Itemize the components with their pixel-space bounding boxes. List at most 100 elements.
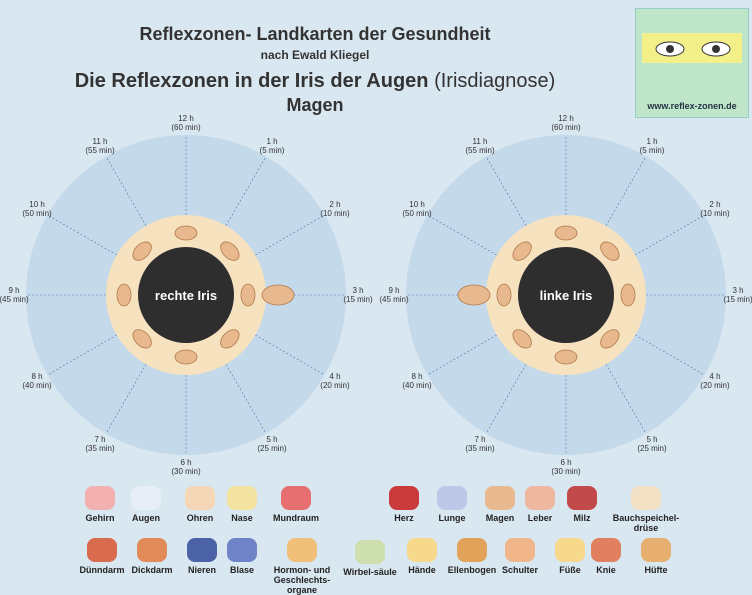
left-stomach-zone-icon <box>554 349 578 365</box>
left-hour-line <box>605 156 647 226</box>
right-hour-line <box>105 156 147 226</box>
left-minute-label: (10 min) <box>700 209 730 218</box>
left-hour-line <box>635 214 705 256</box>
legend-organ-label: Herz <box>394 513 414 523</box>
right-hour-line <box>225 156 267 226</box>
legend-organ-label: Hormon- und Geschlechts-organe <box>273 565 331 595</box>
right-minute-label: (60 min) <box>171 123 201 132</box>
left-minute-label: (45 min) <box>379 295 409 304</box>
legend-organ: Augen <box>112 486 180 523</box>
legend-organ-icon <box>137 538 167 562</box>
right-iris-label: rechte Iris <box>155 288 217 303</box>
legend-organ-icon <box>227 486 257 510</box>
left-minute-label: (55 min) <box>465 146 495 155</box>
left-hour-label: 7 h <box>474 435 485 444</box>
legend-organ-icon <box>631 486 661 510</box>
legend-organ: Magen <box>466 486 534 523</box>
page-subtitle: nach Ewald Kliegel <box>260 48 370 62</box>
left-hour-label: 1 h <box>646 137 657 146</box>
left-hour-label: 5 h <box>646 435 657 444</box>
right-minute-label: (15 min) <box>343 295 373 304</box>
legend-organ: Milz <box>548 486 616 523</box>
left-hour-label: 10 h <box>409 200 425 209</box>
legend-spine: Wirbel-säule <box>336 540 404 577</box>
legend-organ: Hüfte <box>622 538 690 575</box>
right-hour-line <box>105 364 147 434</box>
legend-organ-icon <box>525 486 555 510</box>
right-hour-label: 2 h <box>329 200 340 209</box>
left-minute-label: (15 min) <box>723 295 752 304</box>
left-minute-label: (5 min) <box>640 146 665 155</box>
right-hour-label: 3 h <box>352 286 363 295</box>
left-stomach-zone-icon <box>600 329 620 349</box>
legend-organ-label: Lunge <box>438 513 466 523</box>
eyes-logo-icon <box>642 33 742 63</box>
right-hour-label: 4 h <box>329 372 340 381</box>
right-minute-label: (30 min) <box>171 467 201 476</box>
right-hour-label: 5 h <box>266 435 277 444</box>
left-hour-label: 4 h <box>709 372 720 381</box>
left-hour-line <box>427 334 497 376</box>
legend-organ-icon <box>85 486 115 510</box>
left-hour-label: 11 h <box>473 137 488 146</box>
right-hour-line <box>47 214 117 256</box>
legend-organ: Herz <box>370 486 438 523</box>
legend-organ-label: Dickdarm <box>131 565 173 575</box>
legend-organ-icon <box>407 538 437 562</box>
legend-organ: Ohren <box>166 486 234 523</box>
legend-organ: Hormon- und Geschlechts-organe <box>268 538 336 595</box>
legend-organ-icon <box>187 538 217 562</box>
left-stomach-main-icon <box>457 284 491 306</box>
site-logo[interactable]: www.reflex-zonen.de <box>635 8 749 118</box>
left-iris-label: linke Iris <box>540 288 593 303</box>
right-hour-line <box>47 334 117 376</box>
right-hour-line <box>255 214 325 256</box>
organ-heading: Magen <box>286 95 344 115</box>
legend-spine-label: Wirbel-säule <box>343 567 397 577</box>
left-pupil <box>518 247 614 343</box>
right-stomach-zone-icon <box>174 225 198 241</box>
page-title: Reflexzonen- Landkarten der Gesundheit <box>139 24 491 44</box>
left-stomach-zone-icon <box>554 225 578 241</box>
legend-organ-label: Ellenbogen <box>447 565 497 575</box>
legend-organ: Dickdarm <box>118 538 186 575</box>
left-minute-label: (30 min) <box>551 467 581 476</box>
legend-organ-icon <box>555 538 585 562</box>
legend-organ: Knie <box>572 538 640 575</box>
left-minute-label: (60 min) <box>551 123 581 132</box>
legend-organ-label: Schulter <box>501 565 538 575</box>
legend-organ: Gehirn <box>66 486 134 523</box>
legend-organ-label: Mundraum <box>273 513 319 523</box>
left-hour-line <box>605 364 647 434</box>
legend-organ-icon <box>485 486 515 510</box>
right-hour-label: 6 h <box>180 458 191 467</box>
right-stomach-main-icon <box>261 284 295 306</box>
right-minute-label: (10 min) <box>320 209 350 218</box>
right-minute-label: (40 min) <box>22 381 52 390</box>
legend-organ: Füße <box>536 538 604 575</box>
left-stomach-zone-icon <box>512 241 532 261</box>
legend-organ: Hände <box>388 538 456 575</box>
legend-organ-label: Leber <box>527 513 553 523</box>
right-stomach-zone-icon <box>116 283 132 307</box>
left-hour-line <box>635 334 705 376</box>
right-hour-line <box>225 364 267 434</box>
right-pupil <box>138 247 234 343</box>
right-hour-label: 9 h <box>8 286 19 295</box>
legend-organ: Bauchspeichel-drüse <box>612 486 680 533</box>
legend-organ-label: Hände <box>408 565 436 575</box>
left-stomach-zone-icon <box>620 283 636 307</box>
left-minute-label: (25 min) <box>637 444 667 453</box>
legend-organ-icon <box>87 538 117 562</box>
right-minute-label: (55 min) <box>85 146 115 155</box>
left-hour-label: 3 h <box>732 286 743 295</box>
right-stomach-zone-icon <box>220 329 240 349</box>
left-minute-label: (40 min) <box>402 381 432 390</box>
legend-organ: Nase <box>208 486 276 523</box>
right-minute-label: (35 min) <box>85 444 115 453</box>
legend-organ-label: Milz <box>573 513 591 523</box>
legend-organ-label: Magen <box>485 513 515 523</box>
legend-organ-label: Dünndarm <box>79 565 125 575</box>
left-stomach-zone-icon <box>512 329 532 349</box>
